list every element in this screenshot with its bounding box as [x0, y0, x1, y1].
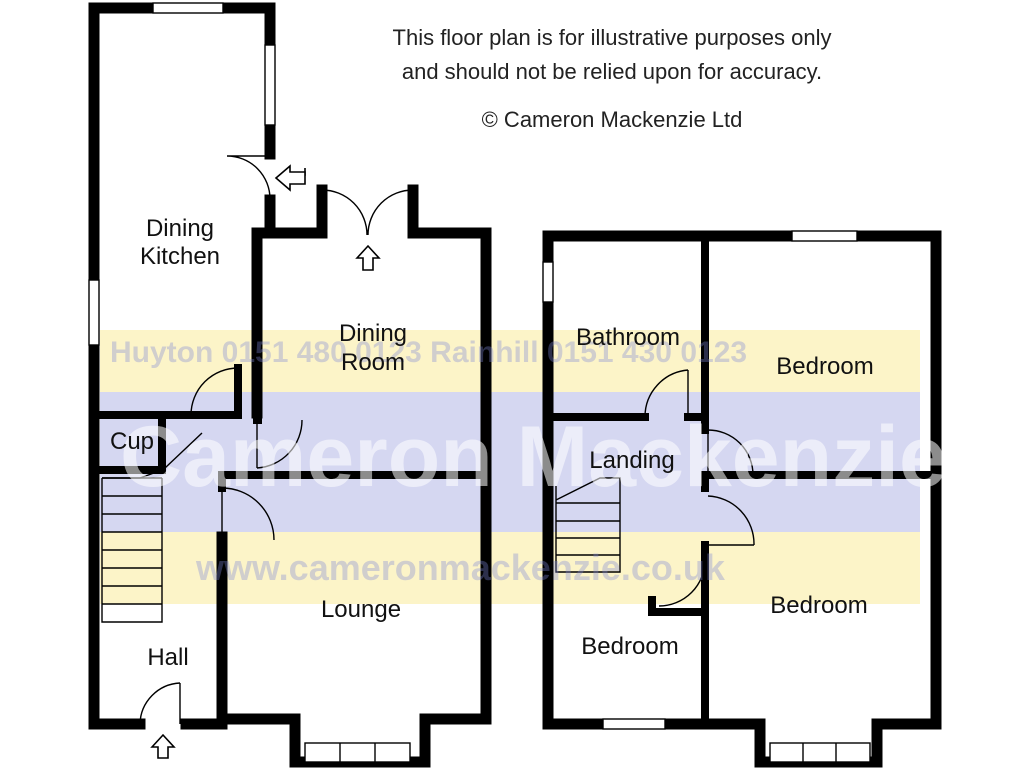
watermark-phones: Huyton 0151 480 0123 Rainhill 0151 430 0…: [110, 336, 747, 369]
small-bedroom-label: Bedroom: [581, 633, 678, 660]
kitchen-top-window: [152, 2, 224, 14]
ground-floor-outer-wall: [88, 2, 492, 768]
watermark-company: Cameron Mackenzie: [120, 409, 947, 505]
dining-room-french-doors-swing: [321, 189, 414, 236]
hall-label: Hall: [147, 644, 188, 671]
bathroom-door-swing: [644, 369, 689, 418]
lounge-bay-window: [304, 742, 411, 763]
first-floor-staircase: [555, 477, 621, 573]
kitchen-side-window: [264, 44, 276, 126]
room-labels: Dining Kitchen Dining Room Cup Hall Loun…: [110, 215, 874, 671]
lounge-label: Lounge: [321, 596, 401, 623]
kitchen-entry-arrow-icon: [274, 164, 306, 192]
front-entry-arrow-icon: [150, 733, 176, 759]
rear-bedroom-door-swing: [707, 429, 754, 476]
bathroom-label: Bathroom: [576, 324, 680, 351]
watermark-text: Huyton 0151 480 0123 Rainhill 0151 430 0…: [110, 336, 947, 588]
front-bedroom-label: Bedroom: [770, 592, 867, 619]
kitchen-left-window: [88, 279, 100, 346]
bathroom-window: [542, 261, 554, 303]
ground-floor: [88, 2, 492, 768]
dining-room-label-line1: Dining: [339, 320, 407, 347]
first-floor: [542, 230, 942, 768]
cupboard-door-swing: [164, 420, 203, 469]
disclaimer-line1: This floor plan is for illustrative purp…: [393, 25, 832, 50]
dining-kitchen-label-line2: Kitchen: [140, 243, 220, 270]
cupboard-label: Cup: [110, 428, 154, 455]
copyright-notice: © Cameron Mackenzie Ltd: [482, 107, 743, 132]
rear-bedroom-window: [791, 230, 858, 242]
dining-room-entry-arrow-icon: [355, 244, 381, 271]
rear-bedroom-label: Bedroom: [776, 353, 873, 380]
lounge-bay-window-mullions: [339, 743, 376, 762]
kitchen-back-door-swing: [226, 155, 271, 200]
lounge-door-swing: [221, 487, 275, 543]
small-bedroom-window: [602, 718, 666, 730]
front-bedroom-door-swing: [707, 495, 755, 546]
front-bedroom-bay-window-mullions: [802, 743, 837, 762]
watermark-website: www.cameronmackenzie.co.uk: [195, 547, 726, 588]
dining-room-label-line2: Room: [341, 349, 405, 376]
dining-room-door-swing: [256, 419, 303, 469]
ground-floor-staircase: [101, 469, 163, 623]
landing-label: Landing: [589, 447, 674, 474]
disclaimer-line2: and should not be relied upon for accura…: [402, 59, 822, 84]
kitchen-door-swing: [190, 367, 239, 416]
small-bedroom-door-swing: [651, 559, 706, 612]
disclaimer: This floor plan is for illustrative purp…: [393, 25, 832, 132]
watermark-band-bottom: [100, 532, 920, 604]
front-door-swing: [139, 682, 181, 725]
dining-kitchen-label-line1: Dining: [146, 215, 214, 242]
front-bedroom-bay-window: [769, 742, 871, 763]
